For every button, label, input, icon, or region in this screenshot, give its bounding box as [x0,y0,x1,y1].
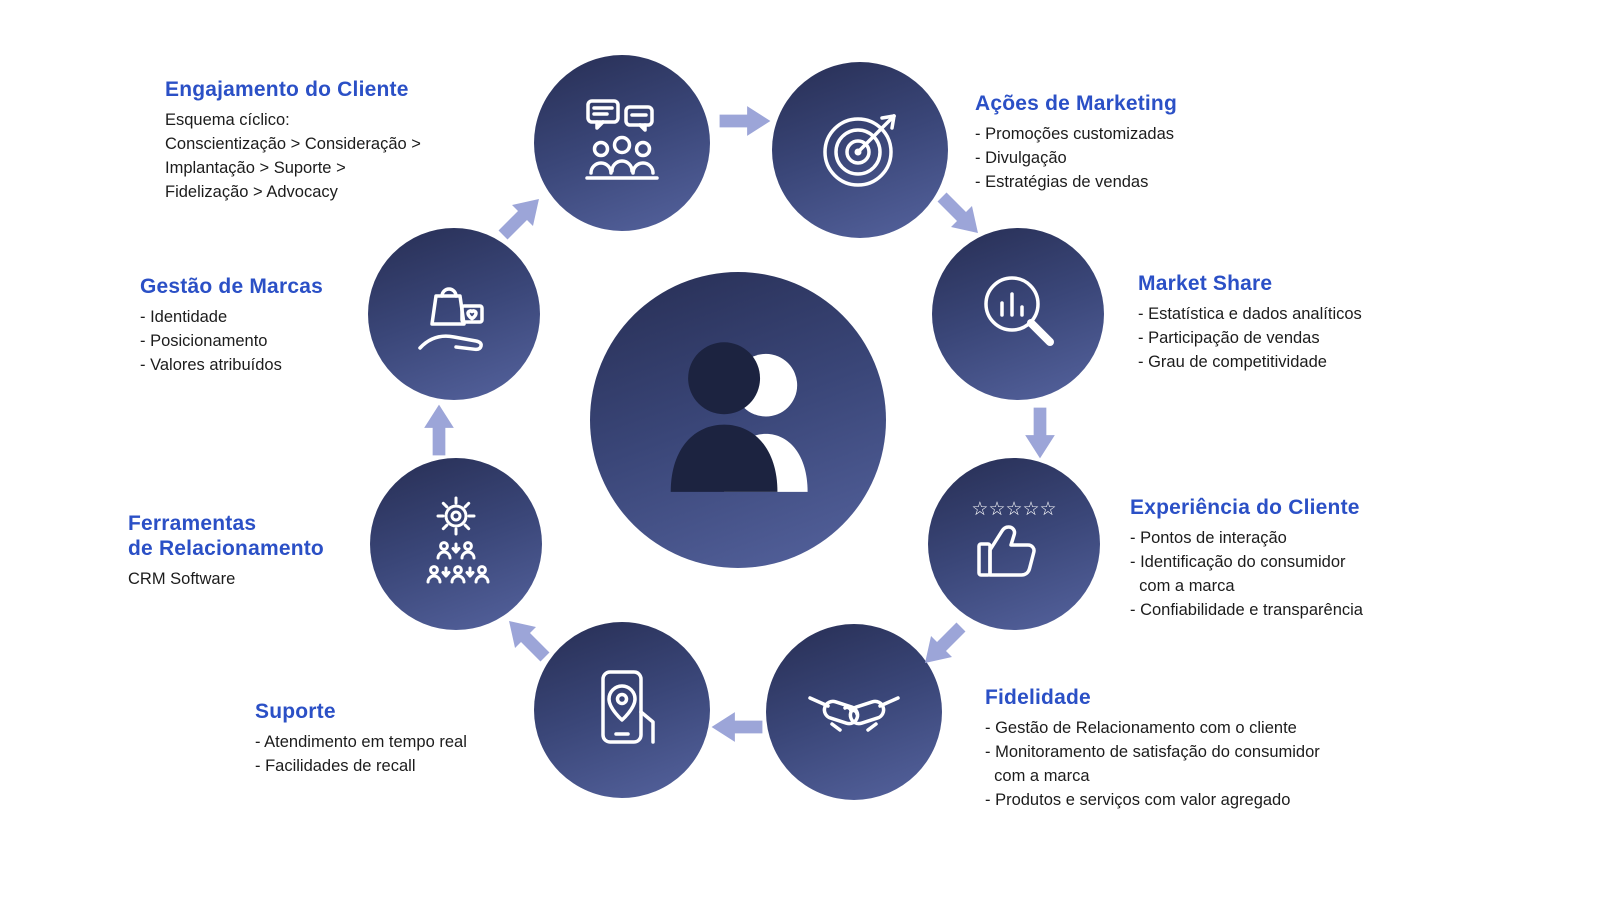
node-circle-ferramentas [370,458,542,630]
label-market-share: Market Share - Estatística e dados analí… [1138,272,1468,375]
label-title: Gestão de Marcas [140,275,323,298]
label-gestao-marcas: Gestão de Marcas - Identidade - Posicion… [140,275,420,378]
customers-silhouette-icon [670,342,808,492]
target-dart-icon [810,100,910,200]
label-engajamento: Engajamento do Cliente Esquema cíclico: … [165,78,515,204]
flow-arrow-up [421,403,457,457]
flow-arrow-down [1022,406,1058,460]
label-title: Experiência do Cliente [1130,496,1360,519]
thumbs-up-stars-icon: ☆☆☆☆☆ [971,499,1057,594]
handshake-icon [804,662,904,762]
label-experiencia: Experiência do Cliente - Pontos de inter… [1130,496,1480,622]
label-lines: - Estatística e dados analíticos - Parti… [1138,304,1362,371]
label-acoes-marketing: Ações de Marketing - Promoções customiza… [975,92,1285,195]
label-ferramentas: Ferramentas de Relacionamento CRM Softwa… [128,512,388,591]
flow-arrow-right [718,103,772,139]
flow-arrow-down-right [928,183,992,247]
node-circle-gestao-marcas [368,228,540,400]
flow-arrow-left [710,709,764,745]
label-lines: CRM Software [128,569,236,588]
label-lines: - Identidade - Posicionamento - Valores … [140,307,282,374]
label-suporte: Suporte - Atendimento em tempo real - Fa… [255,700,565,779]
label-title: Engajamento do Cliente [165,78,409,101]
node-circle-fidelidade [766,624,942,800]
meeting-chat-icon [572,93,672,193]
label-lines: - Promoções customizadas - Divulgação - … [975,124,1174,191]
phone-location-icon [572,660,672,760]
label-lines: - Gestão de Relacionamento com o cliente… [985,718,1320,809]
node-circle-suporte [534,622,710,798]
center-circle [590,272,886,568]
label-title: Market Share [1138,272,1273,295]
magnifier-chart-icon [968,264,1068,364]
flow-arrow-up-left [495,607,559,671]
label-lines: - Atendimento em tempo real - Facilidade… [255,732,467,775]
node-circle-experiencia: ☆☆☆☆☆ [928,458,1100,630]
gear-hierarchy-icon [406,494,506,594]
label-title: Suporte [255,700,336,723]
flow-arrow-down-left [911,613,975,677]
label-title: Ações de Marketing [975,92,1177,115]
label-fidelidade: Fidelidade - Gestão de Relacionamento co… [985,686,1445,812]
node-circle-acoes-marketing [772,62,948,238]
label-lines: - Pontos de interação - Identificação do… [1130,528,1363,619]
hand-shopping-bag-icon [404,264,504,364]
rating-stars: ☆☆☆☆☆ [971,499,1056,520]
node-circle-engajamento [534,55,710,231]
node-circle-market-share [932,228,1104,400]
label-lines: Esquema cíclico: Conscientização > Consi… [165,110,421,201]
label-title: Fidelidade [985,686,1091,709]
flow-arrow-up-right [489,185,553,249]
label-title: Ferramentas de Relacionamento [128,512,324,560]
